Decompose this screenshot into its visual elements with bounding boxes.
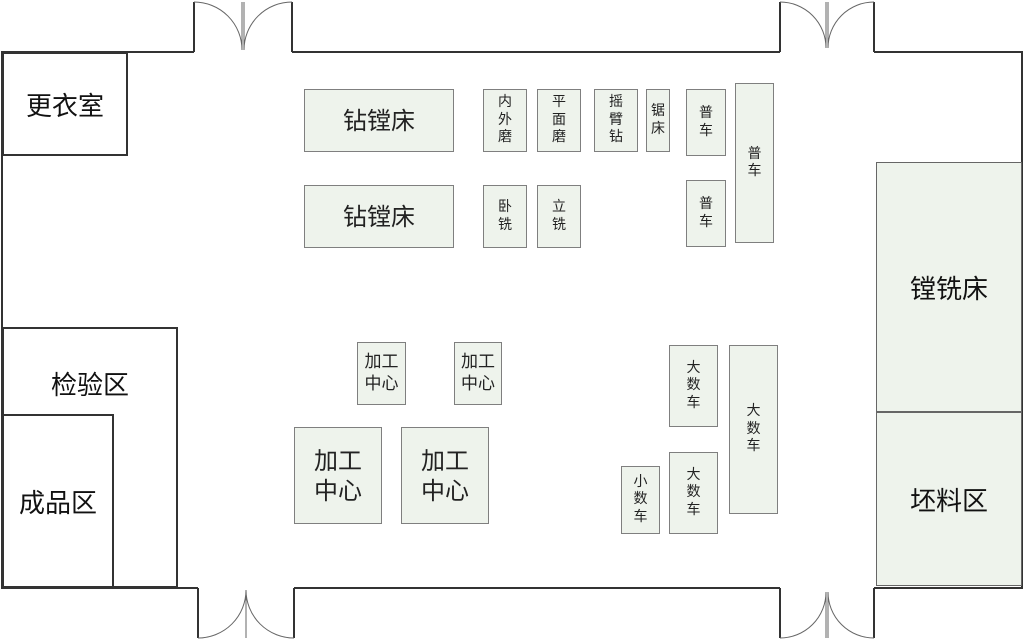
radial-drill-label: 摇臂钻: [609, 94, 623, 146]
small-cnc-lathe: 小数车: [621, 466, 660, 534]
radial-drill: 摇臂钻: [594, 89, 638, 152]
small-cnc-lathe-label: 小数车: [633, 473, 648, 525]
boring-milling-machine-zone: 镗铣床: [876, 162, 1022, 412]
top-left-door-right-leaf: [243, 1, 293, 51]
inner-outer-grinder: 内外磨: [483, 89, 527, 152]
blank-material-area-label: 坯料区: [909, 486, 988, 517]
machining-center-small-2: 加工中心: [454, 342, 502, 405]
surface-grinder-label: 平面磨: [552, 94, 566, 146]
vertical-mill: 立铣: [537, 185, 581, 248]
horizontal-mill-label: 卧铣: [498, 199, 512, 233]
finished-goods-area-label: 成品区: [18, 488, 97, 519]
door-swings: [193, 1, 875, 639]
inner-outer-grinder-label: 内外磨: [498, 94, 512, 146]
bottom-left-door-right-leaf: [245, 589, 295, 639]
boring-milling-machine-label: 镗铣床: [909, 274, 988, 305]
top-right-door-right-leaf: [827, 1, 875, 49]
saw-machine: 锯床: [646, 89, 670, 152]
inspection-area-label: 检验区: [50, 371, 129, 401]
lathe-long-label: 普车: [747, 145, 762, 180]
drill-boring-machine-2-label: 钻镗床: [343, 202, 415, 231]
large-cnc-lathe-long-label: 大数车: [746, 403, 761, 455]
machining-center-large-2-label: 加工中心: [420, 446, 469, 505]
top-right-door-left-leaf: [779, 1, 827, 49]
drill-boring-machine-1-label: 钻镗床: [343, 106, 415, 135]
drill-boring-machine-2: 钻镗床: [304, 185, 454, 248]
machining-center-small-1: 加工中心: [357, 342, 406, 405]
saw-machine-label: 锯床: [651, 103, 665, 137]
machining-center-large-1-label: 加工中心: [313, 446, 362, 505]
bottom-right-door-left-leaf: [779, 591, 827, 639]
machining-center-large-2: 加工中心: [401, 427, 489, 524]
horizontal-mill: 卧铣: [483, 185, 527, 248]
finished-goods-area: 成品区: [2, 414, 114, 588]
surface-grinder: 平面磨: [537, 89, 581, 152]
lathe-1-label: 普车: [699, 105, 713, 139]
large-cnc-lathe-2: 大数车: [669, 452, 718, 534]
bottom-right-door-right-leaf: [827, 591, 875, 639]
machining-center-small-2-label: 加工中心: [461, 352, 495, 394]
lathe-long: 普车: [735, 83, 774, 243]
blank-material-area: 坯料区: [876, 412, 1022, 586]
vertical-mill-label: 立铣: [552, 199, 566, 233]
machining-center-large-1: 加工中心: [294, 427, 382, 524]
bottom-left-door-left-leaf: [197, 589, 247, 639]
changing-room-label: 更衣室: [25, 91, 104, 122]
changing-room: 更衣室: [2, 52, 128, 156]
lathe-2: 普车: [686, 180, 726, 247]
large-cnc-lathe-2-label: 大数车: [686, 466, 701, 518]
top-left-door-left-leaf: [193, 1, 243, 51]
large-cnc-lathe-1-label: 大数车: [686, 359, 701, 411]
large-cnc-lathe-1: 大数车: [669, 345, 718, 427]
drill-boring-machine-1: 钻镗床: [304, 89, 454, 152]
machining-center-small-1-label: 加工中心: [364, 352, 399, 394]
door-jambs: [193, 2, 875, 638]
large-cnc-lathe-long: 大数车: [729, 345, 778, 514]
lathe-2-label: 普车: [699, 196, 713, 230]
lathe-1: 普车: [686, 89, 726, 156]
